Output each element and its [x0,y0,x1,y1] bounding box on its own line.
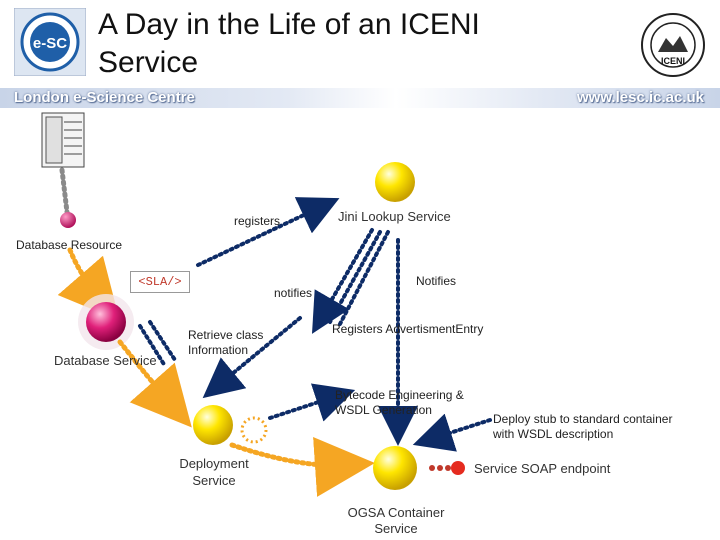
bytecode-label: Bytecode Engineering & WSDL Generation [335,388,464,417]
deployment-service-node[interactable] [193,405,233,445]
soap-endpoint-label: Service SOAP endpoint [474,461,611,476]
database-server-icon [41,112,85,168]
jini-lookup-label: Jini Lookup Service [338,209,451,224]
sla-box: <SLA/> [130,271,190,293]
left-logo-text: e-SC [33,35,67,52]
database-resource-label: Database Resource [16,238,123,252]
ogsa-container-node[interactable] [373,446,417,490]
banner [0,88,720,108]
soap-endpoint-node[interactable] [451,461,465,475]
registers-adv-label: Registers AdvertismentEntry [332,322,484,336]
notifies-lower-label: notifies [274,286,313,300]
jini-lookup-node[interactable] [375,162,415,202]
right-logo-text: ICENI [661,56,685,66]
deployment-service-label: Deployment Service [179,456,249,488]
database-service-node[interactable] [86,302,126,342]
ogsa-container-label: OGSA Container Service [347,505,445,536]
iceni-logo: ICENI [640,12,706,78]
retrieve-class-label: Retrieve class Information [188,328,264,357]
page-title: A Day in the Life of an ICENI Service [98,8,480,79]
lesc-logo: e-SC [13,7,87,77]
banner-url[interactable]: www.lesc.ic.ac.uk [576,89,704,106]
notifies-upper-label: Notifies [416,274,457,288]
database-service-label: Database Service [54,353,157,368]
deploy-stub-label: Deploy stub to standard container with W… [493,412,673,441]
registers-label: registers [234,214,281,228]
banner-left-text: London e-Science Centre [14,89,195,106]
database-resource-node[interactable] [60,212,76,228]
